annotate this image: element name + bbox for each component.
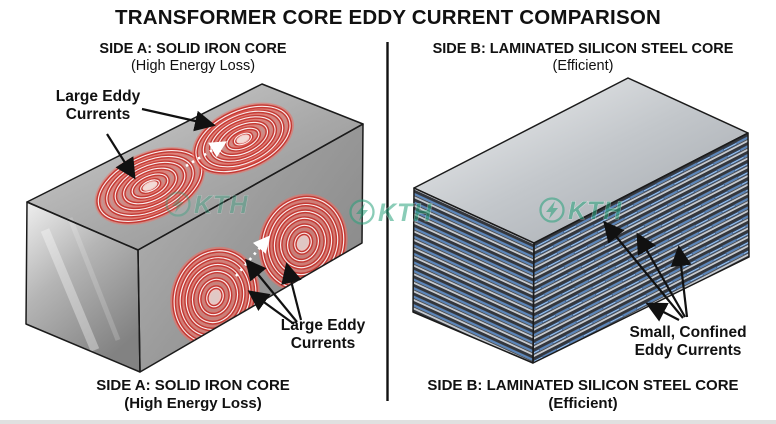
watermark-text: KTH: [568, 197, 622, 225]
watermark-text: KTH: [194, 191, 248, 219]
side-b-heading: SIDE B: LAMINATED SILICON STEEL CORE: [432, 41, 734, 57]
large-eddy-currents-label-top: Large Eddy Currents: [55, 88, 141, 124]
watermark-text: KTH: [378, 199, 432, 227]
side-a-caption: SIDE A: SOLID IRON CORE: [96, 377, 290, 394]
kth-watermark: KTH: [539, 197, 622, 225]
side-b-caption: SIDE B: LAMINATED SILICON STEEL CORE: [427, 377, 739, 394]
bottom-edge-strip: [0, 420, 776, 424]
large-eddy-currents-label-bottom: Large Eddy Currents: [280, 317, 366, 353]
side-b-subheading: (Efficient): [552, 58, 614, 74]
label-arrows-side-a-bottom: [245, 258, 303, 325]
side-a-heading: SIDE A: SOLID IRON CORE: [99, 41, 287, 57]
label-arrows-side-b: [603, 220, 692, 322]
side-a-caption-sub: (High Energy Loss): [124, 395, 262, 412]
current-direction-dashes: [235, 235, 271, 277]
side-a-subheading: (High Energy Loss): [130, 58, 256, 74]
lightning-bolt-icon: [546, 201, 558, 219]
kth-watermark: KTH: [349, 199, 432, 227]
kth-watermark: KTH: [165, 191, 248, 219]
side-b-caption-sub: (Efficient): [548, 395, 618, 412]
metal-sheen: [67, 217, 121, 341]
label-arrows-side-a-top: [106, 107, 216, 180]
laminated-left-face: [413, 188, 534, 363]
current-direction-dashes: [185, 141, 227, 168]
lightning-bolt-icon: [356, 203, 368, 221]
diagram-title: TRANSFORMER CORE EDDY CURRENT COMPARISON: [115, 6, 661, 29]
metal-sheen: [40, 228, 100, 352]
lightning-bolt-icon: [172, 195, 184, 213]
top-face-eddy-currents: [94, 102, 294, 226]
block-left-face: [26, 202, 140, 372]
solid-iron-core-block: [25, 83, 364, 373]
small-confined-eddy-currents-label: Small, Confined Eddy Currents: [629, 324, 747, 360]
laminated-top-face: [414, 78, 748, 243]
